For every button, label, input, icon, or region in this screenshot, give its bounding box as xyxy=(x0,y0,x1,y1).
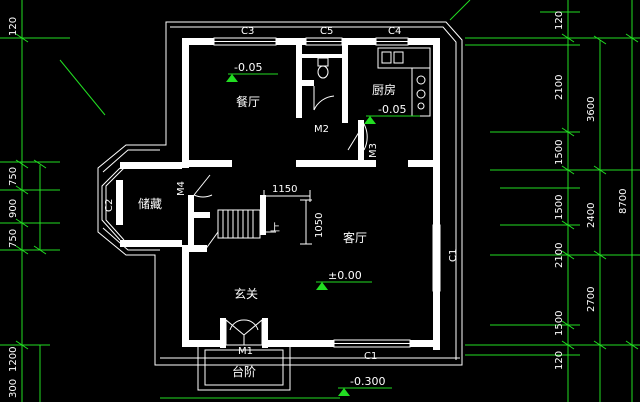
window-c3: C3 xyxy=(241,26,254,37)
dim-bl-1: 300 xyxy=(8,379,19,398)
dim-outer-0: 3600 xyxy=(586,97,597,122)
dim-left-2: 900 xyxy=(8,199,19,218)
dim-right-4: 2100 xyxy=(554,243,565,268)
dim-outer-1: 2400 xyxy=(586,203,597,228)
room-foyer: 玄关 xyxy=(234,286,258,301)
door-m2: M2 xyxy=(314,124,329,135)
level-markers xyxy=(226,73,420,396)
fixtures xyxy=(193,47,431,391)
level-living: ±0.00 xyxy=(328,269,362,282)
level-labels: -0.05 -0.05 ±0.00 -0.300 xyxy=(234,61,406,388)
room-storage: 储藏 xyxy=(138,196,162,211)
window-c1: C1 xyxy=(364,351,377,362)
dim-left-3: 750 xyxy=(8,229,19,248)
level-kitchen: -0.05 xyxy=(378,103,406,116)
dim-outer-2: 2700 xyxy=(586,287,597,312)
outline-thin xyxy=(97,21,463,366)
windows xyxy=(101,37,441,348)
bottom-left-dims: 1200 300 xyxy=(8,347,19,398)
dim-right-0: 120 xyxy=(554,11,565,30)
level-dining: -0.05 xyxy=(234,61,262,74)
dim-left-1: 750 xyxy=(8,167,19,186)
room-labels: 餐厅 厨房 储藏 客厅 玄关 台阶 xyxy=(138,82,396,379)
room-kitchen: 厨房 xyxy=(372,82,396,97)
window-labels: C3 C5 C4 C1 C1 C2 xyxy=(104,26,459,362)
room-dining: 餐厅 xyxy=(236,94,260,109)
door-m1: M1 xyxy=(238,346,253,357)
door-labels: M1 M2 M3 M4 xyxy=(176,124,379,357)
window-c2: C2 xyxy=(104,199,115,212)
right-dims-inner: 120 2100 1500 1500 2100 1500 120 xyxy=(554,11,565,370)
window-c1-side: C1 xyxy=(448,249,459,262)
door-m4: M4 xyxy=(176,181,187,196)
dim-total: 8700 xyxy=(618,189,629,214)
dim-right-2: 1500 xyxy=(554,140,565,165)
stair-length: 1050 xyxy=(314,213,325,238)
dim-left-0: 120 xyxy=(8,17,19,36)
door-m3: M3 xyxy=(368,143,379,158)
stair-width: 1150 xyxy=(272,184,297,195)
room-living: 客厅 xyxy=(343,230,367,245)
left-dims: 120 750 900 750 xyxy=(8,17,19,248)
dim-right-5: 1500 xyxy=(554,311,565,336)
stair-dimensions xyxy=(263,190,312,245)
stair-up: 上 xyxy=(270,222,280,234)
dim-bl-0: 1200 xyxy=(8,347,19,372)
window-c5: C5 xyxy=(320,26,333,37)
room-steps: 台阶 xyxy=(232,364,256,379)
stair-labels: 上 1150 1050 xyxy=(270,184,325,238)
window-c4: C4 xyxy=(388,26,401,37)
dim-right-3: 1500 xyxy=(554,195,565,220)
right-dims-outer: 3600 2400 2700 8700 xyxy=(586,97,629,312)
dim-right-1: 2100 xyxy=(554,75,565,100)
dim-right-6: 120 xyxy=(554,351,565,370)
level-outside: -0.300 xyxy=(350,375,385,388)
